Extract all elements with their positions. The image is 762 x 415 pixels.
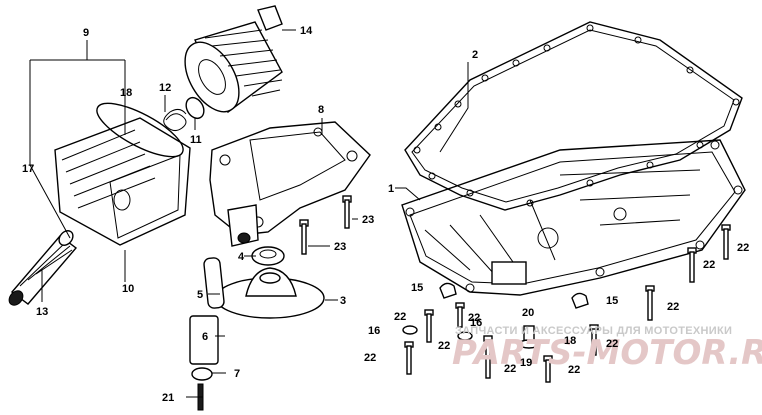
label-part-22-c: 22 — [667, 301, 679, 313]
housing-o-ring — [96, 102, 184, 158]
label-part-2: 2 — [472, 49, 478, 61]
label-part-22-f: 22 — [606, 338, 618, 350]
pipe-seal — [251, 246, 285, 266]
part-labels: 9 14 18 12 11 17 8 2 1 10 13 23 23 4 5 3… — [22, 25, 749, 404]
label-part-22-b: 22 — [703, 259, 715, 271]
label-part-18-right: 18 — [564, 335, 576, 347]
filter-washer — [185, 96, 205, 120]
label-part-20: 20 — [522, 307, 534, 319]
plug-washer — [191, 367, 213, 381]
label-part-19: 19 — [520, 357, 532, 369]
label-part-22-d: 22 — [394, 311, 406, 323]
label-part-17: 17 — [22, 163, 34, 175]
label-part-21: 21 — [162, 392, 174, 404]
label-part-22-j: 22 — [568, 364, 580, 376]
label-part-22-a: 22 — [737, 242, 749, 254]
bolt-23-upper — [342, 195, 352, 229]
label-part-18: 18 — [120, 87, 132, 99]
label-part-5: 5 — [197, 289, 203, 301]
watermark-logo: PARTS-MOTOR.RU — [452, 333, 762, 373]
label-part-13: 13 — [36, 306, 48, 318]
label-part-1: 1 — [388, 183, 394, 195]
label-part-3: 3 — [340, 295, 346, 307]
gasket-bolt-holes — [413, 24, 740, 207]
watermark: PARTS-MOTOR.RU ЗАПЧАСТИ И АКСЕССУАРЫ ДЛЯ… — [452, 325, 762, 373]
label-part-8: 8 — [318, 104, 324, 116]
pan-bolts — [402, 224, 731, 383]
label-part-22-i: 22 — [504, 363, 516, 375]
label-part-12: 12 — [159, 82, 171, 94]
strainer-screen — [215, 267, 325, 319]
label-part-23-lower: 23 — [334, 241, 346, 253]
label-part-15-right: 15 — [606, 295, 618, 307]
relief-pipe — [203, 257, 225, 309]
oil-filter-element — [184, 5, 283, 114]
label-part-9: 9 — [83, 27, 89, 39]
oil-pump-bracket — [209, 121, 371, 247]
label-part-22-h: 22 — [364, 352, 376, 364]
leader-lines — [29, 29, 469, 398]
label-part-16-left: 16 — [368, 325, 380, 337]
filter-spring — [163, 108, 187, 132]
oil-pan-gasket — [404, 21, 743, 211]
label-part-4: 4 — [238, 251, 245, 263]
label-part-6: 6 — [202, 331, 208, 343]
label-part-22-g: 22 — [438, 340, 450, 352]
label-part-10: 10 — [122, 283, 134, 295]
label-part-22-e: 22 — [468, 312, 480, 324]
oil-filter-housing — [54, 117, 191, 246]
bolt-23-lower — [299, 219, 309, 255]
label-part-15-left: 15 — [411, 282, 423, 294]
label-part-7: 7 — [234, 368, 240, 380]
label-part-16-mid: 16 — [470, 317, 482, 329]
label-part-23-upper: 23 — [362, 214, 374, 226]
watermark-caption: ЗАПЧАСТИ И АКСЕССУАРЫ ДЛЯ МОТОТЕХНИКИ — [455, 325, 732, 337]
oil-strainer — [8, 230, 78, 306]
label-part-11: 11 — [190, 134, 202, 146]
label-part-14: 14 — [300, 25, 313, 37]
